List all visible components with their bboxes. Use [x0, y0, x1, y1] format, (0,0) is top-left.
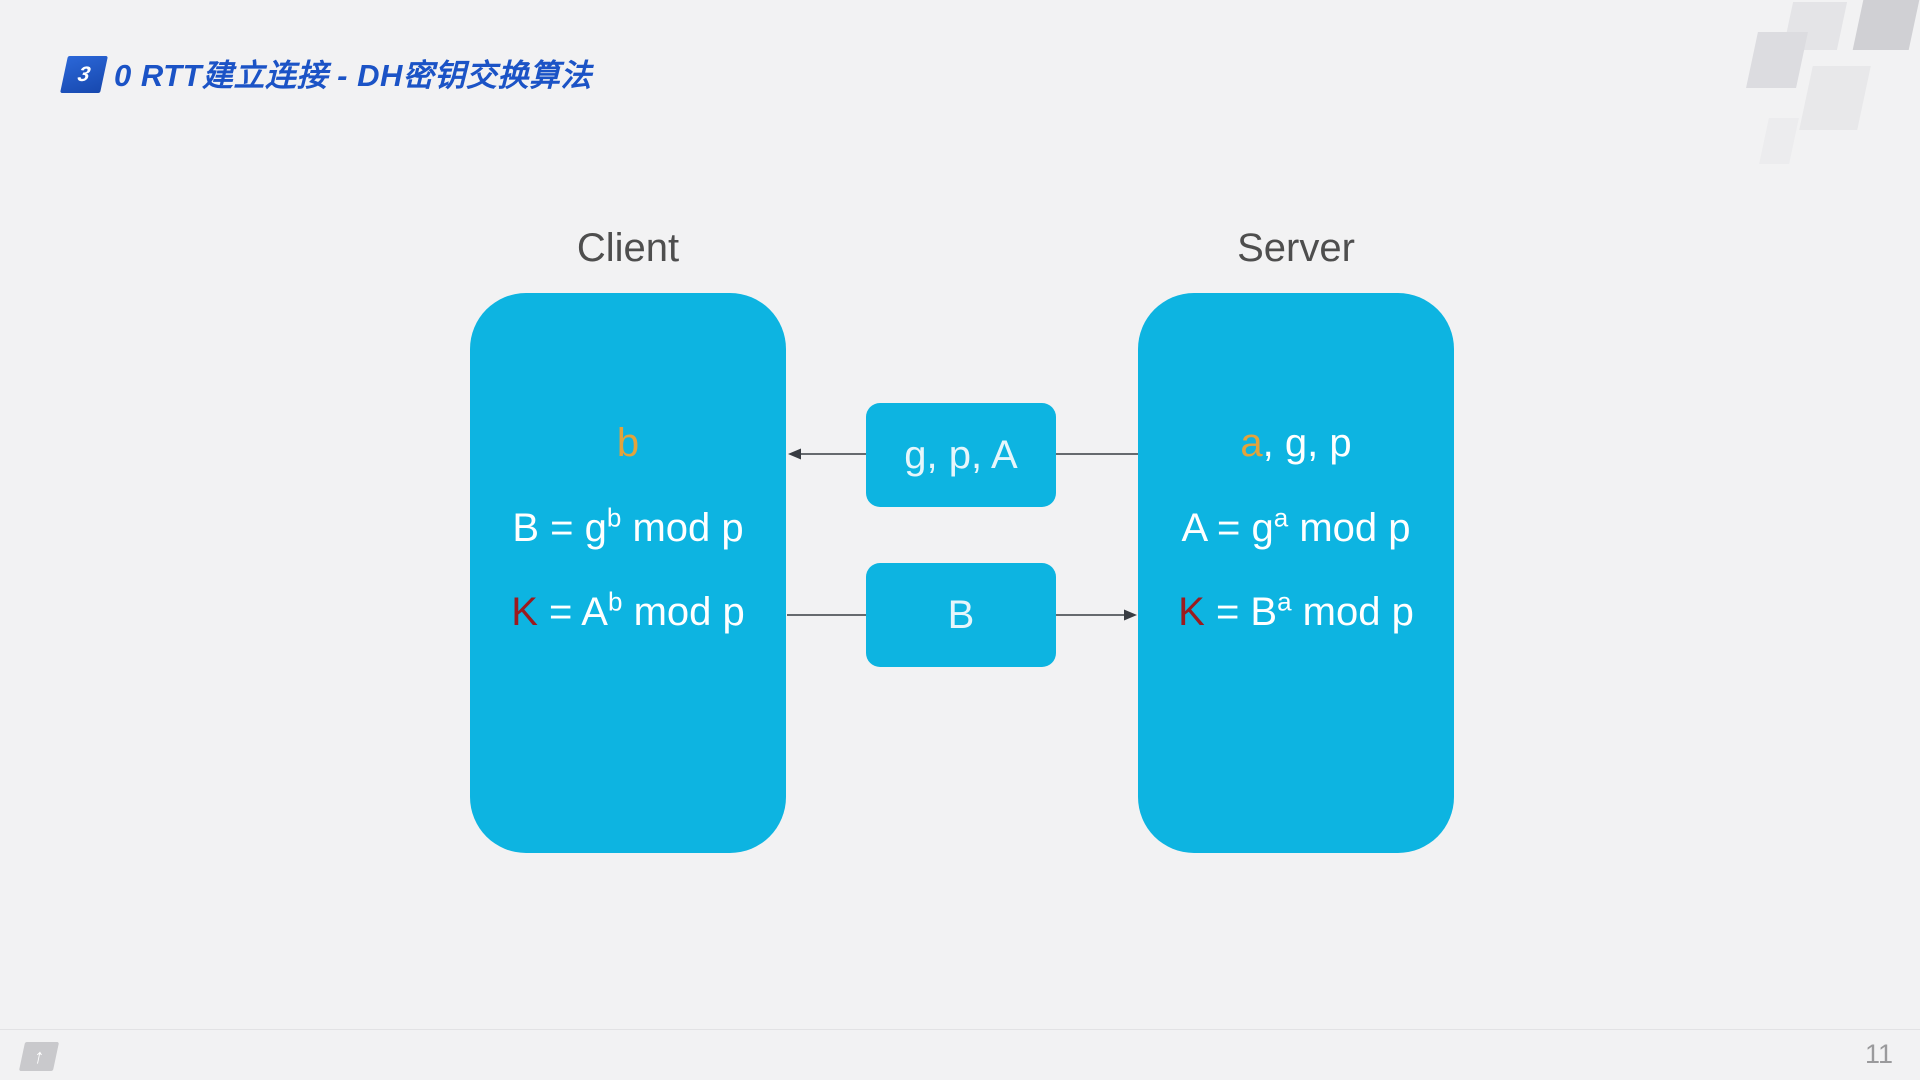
- formula-part: = A: [537, 590, 608, 634]
- client-secret: b: [616, 421, 640, 465]
- server-params: a, g, p: [1138, 419, 1454, 467]
- arrowhead-left-icon: [788, 448, 801, 460]
- formula-part: A = g: [1181, 506, 1274, 550]
- page-number: 11: [1864, 1039, 1893, 1069]
- formula-part: = B: [1204, 590, 1278, 634]
- formula-part: mod p: [622, 590, 745, 634]
- deco-square: [1852, 0, 1920, 50]
- formula-superscript: a: [1273, 502, 1289, 533]
- slide-number-badge-text: 3: [75, 62, 93, 86]
- formula-superscript: b: [607, 586, 623, 617]
- client-key-formula: K = Ab mod p: [470, 588, 786, 636]
- formula-key-symbol: K: [511, 590, 538, 634]
- formula-part: , g, p: [1262, 421, 1352, 465]
- slide-title: 0 RTT建立连接 - DH密钥交换算法: [114, 58, 592, 93]
- deco-square: [1759, 118, 1799, 164]
- formula-part: B = g: [512, 506, 607, 550]
- server-key-formula: K = Ba mod p: [1138, 588, 1454, 636]
- message-box-gpa: g, p, A: [866, 403, 1056, 507]
- arrowhead-right-icon: [1124, 609, 1137, 621]
- logo-arrow-icon: ↑: [31, 1045, 47, 1068]
- deco-square: [1746, 32, 1808, 88]
- formula-superscript: b: [606, 502, 622, 533]
- logo: ↑: [18, 1042, 60, 1071]
- client-public-formula: B = gb mod p: [470, 504, 786, 552]
- client-label: Client: [576, 226, 680, 270]
- formula-key-symbol: K: [1178, 590, 1205, 634]
- server-label: Server: [1237, 226, 1355, 270]
- formula-part: mod p: [1291, 590, 1414, 634]
- server-box: a, g, p A = ga mod p K = Ba mod p: [1138, 293, 1454, 853]
- server-secret: a: [1240, 421, 1263, 465]
- formula-superscript: a: [1277, 586, 1292, 617]
- message-box-b: B: [866, 563, 1056, 667]
- formula-part: mod p: [1288, 506, 1411, 550]
- footer-divider: [0, 1029, 1920, 1030]
- server-public-formula: A = ga mod p: [1138, 504, 1454, 552]
- client-box: b B = gb mod p K = Ab mod p: [470, 293, 786, 853]
- deco-square: [1799, 66, 1871, 130]
- formula-part: mod p: [621, 506, 744, 550]
- slide-number-badge: 3: [60, 56, 108, 93]
